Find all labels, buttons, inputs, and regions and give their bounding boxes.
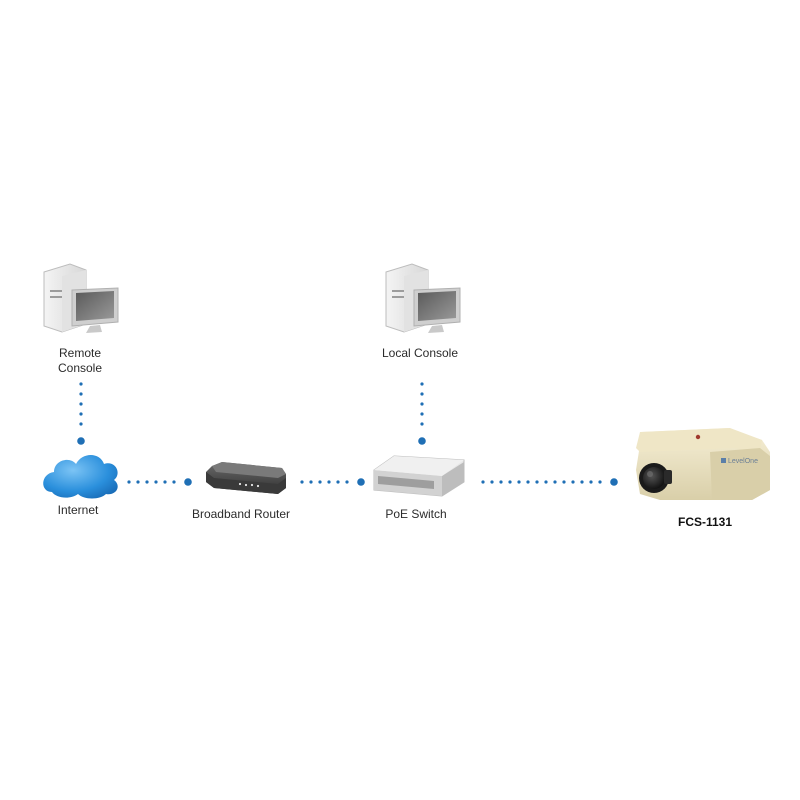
poe-switch-icon xyxy=(373,455,465,497)
link-local-console-switch xyxy=(418,382,426,445)
remote-console-label: Remote Console xyxy=(50,346,110,376)
camera-brand-logo: LevelOne xyxy=(728,458,758,465)
remote-console-label-line1: Remote xyxy=(58,346,102,360)
internet-cloud-icon xyxy=(43,455,118,499)
link-internet-router xyxy=(127,478,192,486)
internet-label: Internet xyxy=(57,503,99,517)
remote-console-label-line2: Console xyxy=(57,361,103,375)
broadband-router-icon xyxy=(206,462,286,494)
broadband-router-label: Broadband Router xyxy=(191,507,291,521)
fcs-1131-camera-icon: LevelOne xyxy=(636,428,770,500)
link-router-switch xyxy=(300,478,365,486)
camera-model-label: FCS-1131 xyxy=(677,515,733,529)
local-console-label: Local Console xyxy=(381,346,459,360)
link-switch-camera xyxy=(481,478,618,486)
link-remote-console-internet xyxy=(77,382,85,445)
remote-console-computer-icon xyxy=(43,263,119,333)
poe-switch-label: PoE Switch xyxy=(385,507,447,521)
local-console-computer-icon xyxy=(385,263,461,333)
